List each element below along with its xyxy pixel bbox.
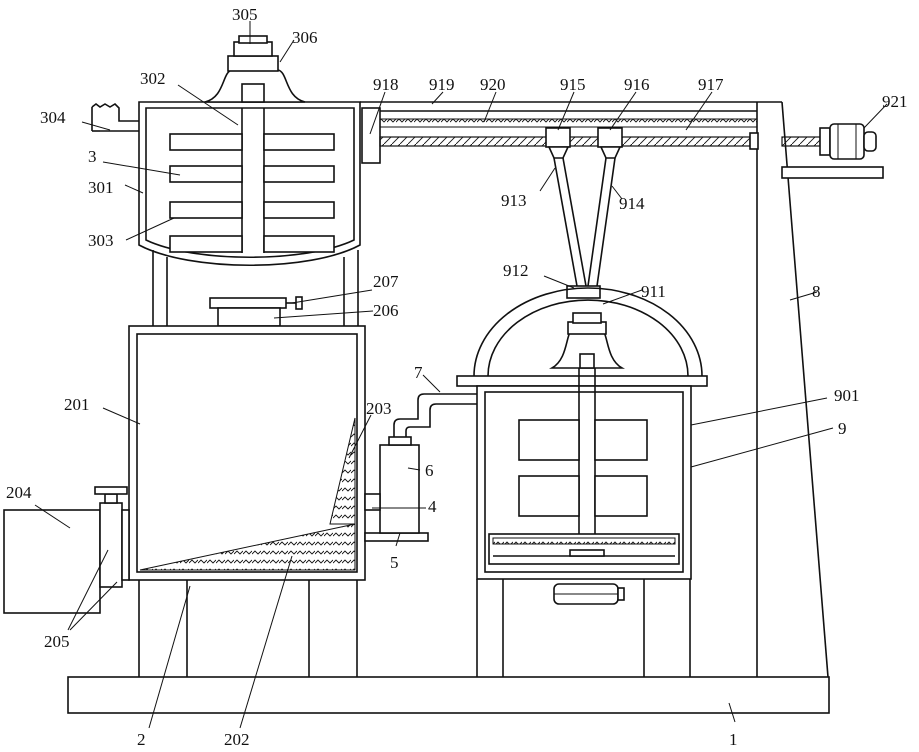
label-912: 912	[503, 261, 529, 280]
label-911: 911	[641, 282, 666, 301]
label-919: 919	[429, 75, 455, 94]
label-9: 9	[838, 419, 847, 438]
label-917: 917	[698, 75, 724, 94]
label-915: 915	[560, 75, 586, 94]
label-914: 914	[619, 194, 645, 213]
side-box	[4, 487, 129, 613]
base-plate	[68, 677, 829, 713]
label-5: 5	[390, 553, 399, 572]
label-6: 6	[425, 461, 434, 480]
label-916: 916	[624, 75, 650, 94]
label-920: 920	[480, 75, 506, 94]
label-306: 306	[292, 28, 318, 47]
motor-921	[820, 124, 876, 159]
right-tank	[457, 288, 707, 677]
label-302: 302	[140, 69, 166, 88]
label-2: 2	[137, 730, 146, 749]
label-8: 8	[812, 282, 821, 301]
label-918: 918	[373, 75, 399, 94]
label-206: 206	[373, 301, 399, 320]
label-913: 913	[501, 191, 527, 210]
lower-tank	[129, 326, 365, 677]
connector-pipe	[210, 297, 302, 326]
label-4: 4	[428, 497, 437, 516]
frame-column	[757, 102, 883, 677]
label-202: 202	[224, 730, 250, 749]
label-3: 3	[88, 147, 97, 166]
label-1: 1	[729, 730, 738, 749]
upper-mixer-tank	[92, 36, 360, 326]
label-205: 205	[44, 632, 70, 651]
label-204: 204	[6, 483, 32, 502]
label-303: 303	[88, 231, 114, 250]
label-301: 301	[88, 178, 114, 197]
label-201: 201	[64, 395, 90, 414]
label-207: 207	[373, 272, 399, 291]
slider-assembly	[546, 128, 622, 298]
label-305: 305	[232, 5, 258, 24]
label-901: 901	[834, 386, 860, 405]
label-921: 921	[882, 92, 908, 111]
label-7: 7	[414, 363, 423, 382]
label-304: 304	[40, 108, 66, 127]
top-beam	[360, 102, 820, 163]
label-203: 203	[366, 399, 392, 418]
